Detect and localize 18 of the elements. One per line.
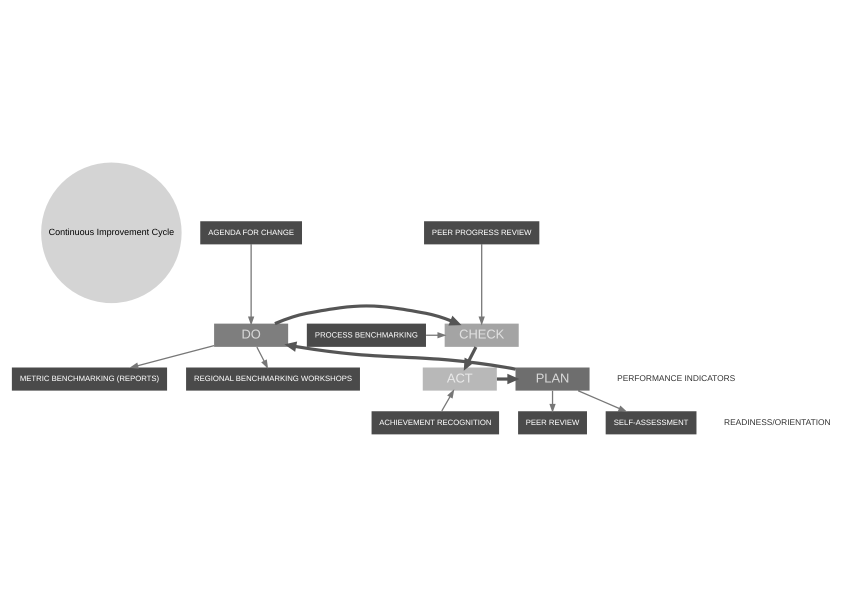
label: PERFORMANCE INDICATORS — [617, 372, 736, 383]
node-box: CHECK — [444, 323, 519, 346]
arrow — [284, 340, 516, 370]
arrow — [578, 390, 628, 412]
arrow — [464, 346, 478, 370]
arrow — [129, 344, 214, 368]
arrow — [478, 244, 485, 326]
node-box: PLAN — [516, 366, 590, 390]
label: READINESS/ORIENTATION — [724, 416, 831, 427]
arrow — [441, 388, 454, 411]
arrow — [248, 244, 254, 326]
arrow — [496, 373, 520, 384]
arrow — [549, 390, 556, 412]
arrow — [426, 332, 446, 338]
node-box: DO — [214, 323, 288, 346]
arrow — [274, 304, 462, 325]
node-circle: Continuous Improvement Cycle — [41, 162, 182, 303]
arrow — [256, 346, 268, 368]
